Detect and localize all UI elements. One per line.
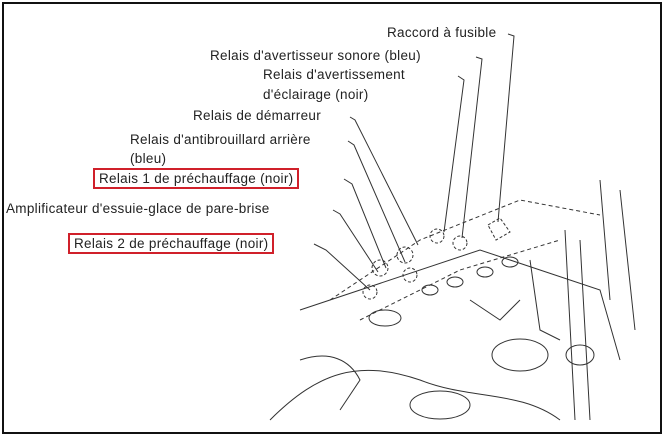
label-raccord-fusible: Raccord à fusible (387, 25, 497, 40)
label-relais-avertissement-1: Relais d'avertissement (263, 67, 405, 82)
label-relais-2-prechauffage: Relais 2 de préchauffage (noir) (68, 233, 275, 254)
relay-box (329, 199, 601, 321)
label-relais-avertissement-2: d'éclairage (noir) (263, 87, 369, 102)
label-relais-antibrouillard-1: Relais d'antibrouillard arrière (130, 132, 311, 147)
label-relais-1-prechauffage: Relais 1 de préchauffage (noir) (93, 168, 300, 189)
diagram-frame (2, 2, 662, 434)
label-relais-antibrouillard-2: (bleu) (130, 151, 167, 166)
label-relais-demarreur: Relais de démarreur (193, 108, 322, 123)
leader-lines (313, 33, 515, 291)
engine-components (269, 179, 636, 421)
label-amplificateur-essuie-glace: Amplificateur d'essuie-glace de pare-bri… (6, 201, 270, 216)
label-relais-avertisseur-sonore: Relais d'avertisseur sonore (bleu) (210, 48, 421, 63)
relays (362, 217, 511, 300)
